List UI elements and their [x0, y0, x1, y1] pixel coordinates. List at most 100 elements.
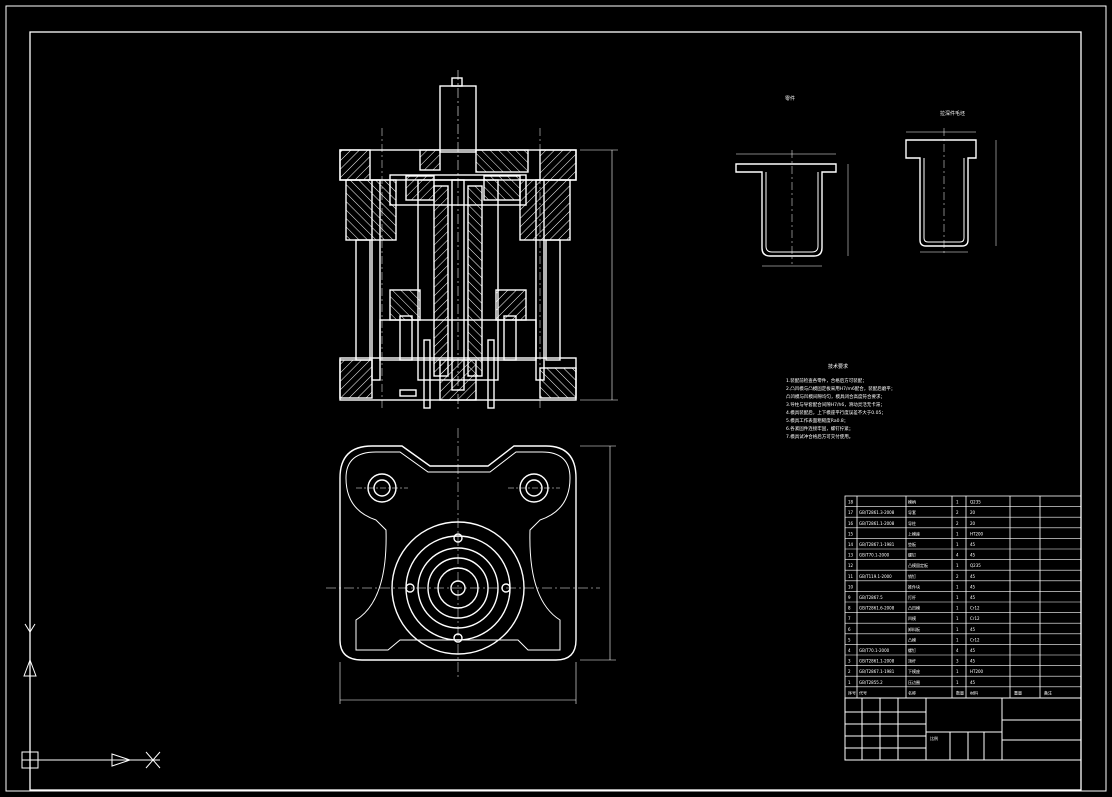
bom-cell-name: 凹模 — [908, 615, 916, 621]
tech-note-2: 2.凸凹模与凸模固定板采用H7/m6配合，装配后磨平； — [786, 385, 895, 392]
bom-cell-mat: Q235 — [970, 500, 981, 505]
bom-cell-no: 5 — [848, 637, 851, 642]
tech-note-6: 5.模具工作表面粗糙度Ra0.8； — [786, 417, 848, 424]
bom-cell-name: 模柄 — [908, 499, 916, 505]
part-view-label: 零件 — [785, 95, 795, 102]
bom-cell-std: GB/T2867.5 — [859, 595, 883, 600]
bom-cell-mat: 45 — [970, 627, 976, 632]
bom-cell-std: GB/T2855.2 — [859, 680, 883, 685]
bom-header-weight: 重量 — [1014, 689, 1022, 695]
bom-cell-qty: 1 — [956, 542, 959, 547]
bom-cell-no: 1 — [848, 680, 851, 685]
bom-cell-qty: 2 — [956, 510, 959, 515]
bom-cell-no: 7 — [848, 616, 851, 621]
bom-cell-qty: 1 — [956, 563, 959, 568]
tech-note-1: 1.装配前检查各零件，合格后方可装配； — [786, 377, 867, 384]
bom-cell-name: 上模座 — [908, 530, 920, 536]
title-block — [844, 697, 1082, 761]
bom-cell-std: GB/T119.1-2000 — [859, 574, 892, 579]
bom-cell-name: 导套 — [908, 509, 916, 515]
bom-cell-mat: 45 — [970, 542, 976, 547]
bom-header-mat: 材料 — [970, 689, 978, 695]
bom-cell-std: GB/T2861.1-2008 — [859, 659, 895, 664]
bom-cell-mat: 45 — [970, 584, 976, 589]
part-view-drawing — [735, 150, 849, 267]
bom-cell-no: 6 — [848, 627, 851, 632]
bom-cell-std: GB/T2861.3-2008 — [859, 510, 895, 515]
bom-cell-std: GB/T2867.1-1981 — [859, 669, 895, 674]
bom-cell-name: 螺钉 — [908, 552, 916, 558]
bom-header-qty: 数量 — [956, 689, 964, 695]
bom-cell-no: 4 — [848, 648, 851, 653]
tech-note-7: 6.各紧固件连接牢固，螺钉拧紧； — [786, 425, 853, 432]
outer-frame — [5, 5, 1107, 792]
tech-note-3: 凸凹模与凹模间隙均匀，模具闭合高度符合要求； — [786, 393, 885, 400]
tech-note-4: 3.导柱与导套配合间隙H7/h6，滑动灵活无卡滞； — [786, 401, 885, 408]
bom-cell-qty: 2 — [956, 574, 959, 579]
tech-note-8: 7.模具试冲合格后方可交付使用。 — [786, 433, 853, 440]
bom-cell-name: 下模座 — [908, 668, 920, 674]
ucs-icon — [21, 623, 161, 769]
bom-cell-no: 13 — [848, 553, 854, 558]
bom-cell-no: 18 — [848, 500, 854, 505]
bom-cell-name: 凸凹模 — [908, 605, 920, 611]
bom-cell-std: GB/T2861.6-2008 — [859, 606, 895, 611]
bom-header-name: 名称 — [908, 689, 916, 695]
bom-cell-qty: 1 — [956, 584, 959, 589]
bom-cell-mat: Cr12 — [970, 616, 980, 621]
bom-cell-qty: 1 — [956, 531, 959, 536]
bom-cell-mat: HT200 — [970, 531, 984, 536]
blank-view-label: 拉深件毛坯 — [940, 110, 965, 117]
bom-cell-no: 12 — [848, 563, 854, 568]
bom-cell-qty: 2 — [956, 521, 959, 526]
assembly-top-view — [326, 428, 616, 704]
scale-label: 比例 — [930, 735, 938, 741]
bom-header-no: 序号 — [848, 689, 856, 695]
bom-cell-mat: Cr12 — [970, 606, 980, 611]
bom-cell-mat: 20 — [970, 521, 976, 526]
bom-cell-name: 垫板 — [908, 541, 916, 547]
bom-cell-qty: 1 — [956, 595, 959, 600]
bom-cell-no: 14 — [848, 542, 854, 547]
bom-cell-qty: 1 — [956, 500, 959, 505]
bom-cell-no: 3 — [848, 659, 851, 664]
tech-note-5: 4.模具装配后，上下模座平行度误差不大于0.05； — [786, 409, 886, 416]
bom-header-std: 代号 — [859, 689, 867, 695]
bom-cell-mat: 45 — [970, 659, 976, 664]
bom-cell-name: 打杆 — [908, 594, 916, 600]
bom-cell-mat: 45 — [970, 574, 976, 579]
bom-cell-mat: 45 — [970, 595, 976, 600]
inner-frame — [29, 31, 1082, 791]
bom-cell-name: 凸模 — [908, 636, 916, 642]
bom-cell-no: 8 — [848, 606, 851, 611]
bom-cell-no: 11 — [848, 574, 854, 579]
bom-cell-mat: 45 — [970, 680, 976, 685]
bom-cell-qty: 1 — [956, 669, 959, 674]
bom-cell-name: 凸模固定板 — [908, 562, 928, 568]
bom-cell-name: 导柱 — [908, 520, 916, 526]
assembly-section-view — [339, 70, 618, 410]
bom-header-note: 备注 — [1044, 689, 1052, 695]
blank-view-drawing — [905, 128, 997, 254]
bom-cell-no: 2 — [848, 669, 851, 674]
bom-cell-qty: 3 — [956, 659, 959, 664]
tech-notes: 1.装配前检查各零件，合格后方可装配； 2.凸凹模与凸模固定板采用H7/m6配合… — [786, 377, 895, 440]
bom-cell-name: 销钉 — [908, 573, 916, 579]
bom-cell-std: GB/T70.1-2000 — [859, 648, 890, 653]
bom-cell-qty: 4 — [956, 648, 959, 653]
bom-cell-qty: 1 — [956, 616, 959, 621]
bom-cell-qty: 4 — [956, 553, 959, 558]
bom-cell-no: 16 — [848, 521, 854, 526]
bom-cell-name: 卸料板 — [908, 626, 920, 632]
bom-cell-mat: Cr12 — [970, 637, 980, 642]
bom-cell-no: 10 — [848, 584, 854, 589]
bom-cell-mat: 45 — [970, 553, 976, 558]
bom-cell-std: GB/T70.1-2000 — [859, 553, 890, 558]
tech-notes-title: 技术要求 — [828, 363, 848, 370]
bom-cell-no: 9 — [848, 595, 851, 600]
bom-cell-mat: 45 — [970, 648, 976, 653]
bom-cell-qty: 1 — [956, 680, 959, 685]
bom-cell-mat: 20 — [970, 510, 976, 515]
bom-cell-name: 压边圈 — [908, 679, 920, 685]
